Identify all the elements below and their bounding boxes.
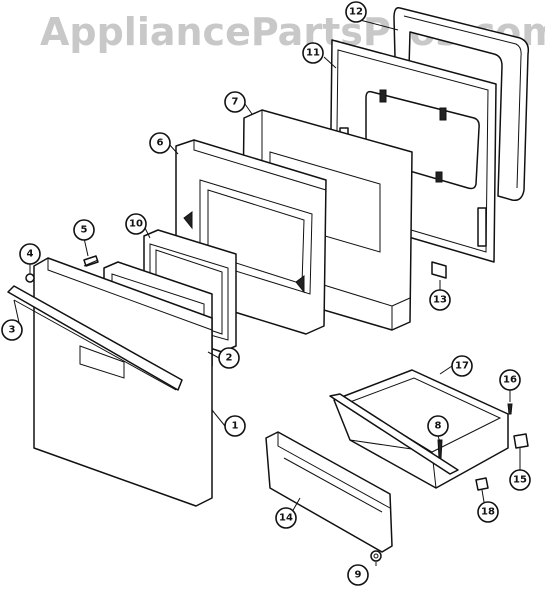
svg-text:6: 6 xyxy=(157,138,164,149)
part-clip-15 xyxy=(513,433,529,449)
svg-text:8: 8 xyxy=(435,421,442,432)
svg-text:18: 18 xyxy=(481,507,495,518)
callout-8: 8 xyxy=(427,415,449,437)
part-drawer-pan xyxy=(329,369,509,489)
callout-13: 13 xyxy=(429,289,451,311)
callout-7: 7 xyxy=(224,91,246,113)
callout-6: 6 xyxy=(149,132,171,154)
svg-text:9: 9 xyxy=(355,570,362,581)
callout-10: 10 xyxy=(125,213,147,235)
callout-11: 11 xyxy=(302,42,324,64)
svg-text:17: 17 xyxy=(455,361,469,372)
part-clip-18 xyxy=(475,477,489,491)
callout-9: 9 xyxy=(347,564,369,586)
callout-17: 17 xyxy=(451,355,473,377)
part-outer-door xyxy=(33,257,213,507)
svg-text:11: 11 xyxy=(306,48,320,59)
callout-16: 16 xyxy=(499,369,521,391)
svg-text:3: 3 xyxy=(9,325,16,336)
part-screw-16 xyxy=(507,403,513,415)
callout-3: 3 xyxy=(1,319,23,341)
part-drawer-front xyxy=(265,431,393,553)
svg-text:12: 12 xyxy=(349,7,363,18)
svg-text:4: 4 xyxy=(27,249,34,260)
callout-2: 2 xyxy=(218,347,240,369)
callout-12: 12 xyxy=(345,1,367,23)
part-door-gasket xyxy=(393,6,530,202)
callout-18: 18 xyxy=(477,501,499,523)
part-screw-4 xyxy=(25,273,35,283)
callout-1: 1 xyxy=(224,415,246,437)
part-door-handle xyxy=(7,285,183,391)
leader-lines xyxy=(13,19,521,566)
part-screw-5 xyxy=(83,255,99,267)
svg-text:5: 5 xyxy=(81,225,88,236)
svg-text:2: 2 xyxy=(226,353,233,364)
svg-text:7: 7 xyxy=(232,97,239,108)
callout-5: 5 xyxy=(73,219,95,241)
part-clip-13 xyxy=(431,261,447,279)
svg-text:14: 14 xyxy=(279,513,293,524)
part-nut-9 xyxy=(370,550,382,562)
svg-text:10: 10 xyxy=(129,219,143,230)
part-screw-8 xyxy=(437,439,443,459)
callout-14: 14 xyxy=(275,507,297,529)
svg-text:1: 1 xyxy=(232,421,239,432)
svg-text:16: 16 xyxy=(503,375,517,386)
svg-text:15: 15 xyxy=(513,475,527,486)
callout-15: 15 xyxy=(509,469,531,491)
callout-4: 4 xyxy=(19,243,41,265)
svg-text:13: 13 xyxy=(433,295,447,306)
